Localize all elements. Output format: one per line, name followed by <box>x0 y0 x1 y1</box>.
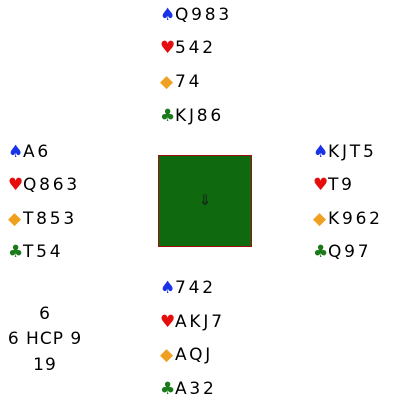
west-clubs-cards: T54 <box>23 242 64 262</box>
spade-icon: ♠ <box>160 278 178 298</box>
north-hearts-row: ♥542 <box>160 38 216 58</box>
west-spades-row: ♠A6 <box>8 142 51 162</box>
east-diamonds-cards: K962 <box>328 209 383 229</box>
east-spades-row: ♠KJT5 <box>313 142 377 162</box>
east-hearts-row: ♥T9 <box>313 175 355 195</box>
east-clubs-row: ♣Q97 <box>313 242 371 262</box>
south-spades-cards: 742 <box>175 278 216 298</box>
dealer-arrow-icon: ⇓ <box>198 191 212 209</box>
hcp-north: 6 <box>39 304 51 324</box>
diamond-icon: ◆ <box>8 209 24 229</box>
east-clubs-cards: Q97 <box>328 242 372 262</box>
club-icon: ♣ <box>313 242 331 262</box>
hcp-west: 6 <box>7 329 20 349</box>
hcp-south: 19 <box>33 355 57 375</box>
south-spades-row: ♠742 <box>160 278 216 298</box>
north-clubs-row: ♣KJ86 <box>160 106 224 126</box>
table-center: ⇓ <box>158 155 252 247</box>
west-diamonds-cards: T853 <box>23 209 78 229</box>
south-diamonds-row: ◆AQJ <box>160 345 213 365</box>
diamond-icon: ◆ <box>160 345 176 365</box>
heart-icon: ♥ <box>8 175 26 195</box>
club-icon: ♣ <box>160 106 178 126</box>
hcp-label: HCP <box>26 329 64 349</box>
north-clubs-cards: KJ86 <box>175 106 224 126</box>
west-diamonds-row: ◆T853 <box>8 209 77 229</box>
heart-icon: ♥ <box>160 38 178 58</box>
hcp-west-label-east-row: 6 HCP 9 <box>0 329 90 349</box>
east-spades-cards: KJT5 <box>328 142 377 162</box>
south-diamonds-cards: AQJ <box>175 345 214 365</box>
spade-icon: ♠ <box>8 142 26 162</box>
south-clubs-row: ♣A32 <box>160 379 217 399</box>
east-diamonds-row: ◆K962 <box>313 209 383 229</box>
club-icon: ♣ <box>160 379 178 399</box>
heart-icon: ♥ <box>160 312 178 332</box>
diamond-icon: ◆ <box>160 72 176 92</box>
north-spades-row: ♠Q983 <box>160 5 232 25</box>
south-hearts-row: ♥AKJ7 <box>160 312 225 332</box>
west-hearts-cards: Q863 <box>23 175 81 195</box>
west-spades-cards: A6 <box>23 142 52 162</box>
north-spades-cards: Q983 <box>175 5 233 25</box>
east-hearts-cards: T9 <box>328 175 355 195</box>
west-hearts-row: ♥Q863 <box>8 175 80 195</box>
south-clubs-cards: A32 <box>175 379 217 399</box>
spade-icon: ♠ <box>313 142 331 162</box>
heart-icon: ♥ <box>313 175 331 195</box>
north-hearts-cards: 542 <box>175 38 216 58</box>
west-clubs-row: ♣T54 <box>8 242 63 262</box>
club-icon: ♣ <box>8 242 26 262</box>
spade-icon: ♠ <box>160 5 178 25</box>
diamond-icon: ◆ <box>313 209 329 229</box>
hcp-east: 9 <box>70 329 83 349</box>
south-hearts-cards: AKJ7 <box>175 312 225 332</box>
north-diamonds-cards: 74 <box>175 72 203 92</box>
north-diamonds-row: ◆74 <box>160 72 202 92</box>
